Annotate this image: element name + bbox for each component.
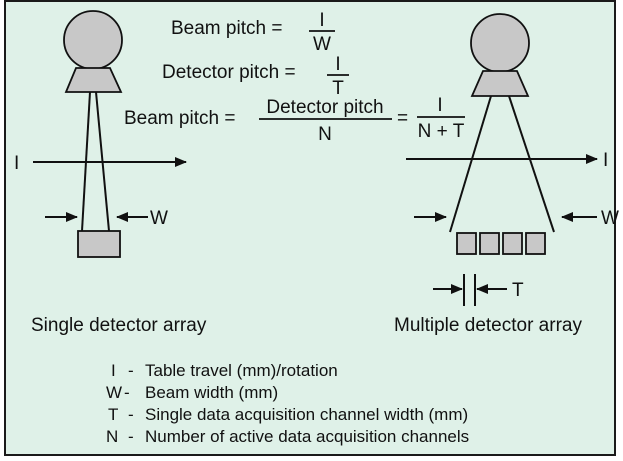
beam-pitch-formula: Beam pitch = I W — [171, 10, 335, 55]
combined-pitch-formula: Beam pitch = Detector pitch N = I N + T — [124, 95, 465, 145]
legend-dash: - — [128, 405, 134, 424]
right-caption: Multiple detector array — [394, 315, 582, 336]
legend-dash: - — [128, 361, 134, 380]
legend-dash: - — [128, 427, 134, 446]
combined-denominator-1: N — [318, 124, 332, 145]
detector-cell — [525, 232, 546, 255]
right-width-label: W — [601, 208, 619, 229]
multiple-detector-diagram: I W T Multiple detector array — [394, 13, 619, 336]
right-beam-edge-right — [508, 95, 555, 233]
combined-numerator-1: Detector pitch — [266, 97, 383, 118]
detector-pitch-lhs: Detector pitch = — [162, 62, 296, 83]
left-xray-tube-icon — [63, 10, 123, 70]
single-detector-block — [77, 230, 121, 258]
legend-item: N - Number of active data acquisition ch… — [106, 427, 469, 446]
legend-text: Beam width (mm) — [145, 383, 278, 402]
combined-denominator-2: N + T — [418, 121, 465, 142]
legend-text: Single data acquisition channel width (m… — [145, 405, 468, 424]
legend-symbol: N — [106, 427, 118, 446]
right-table-travel-label: I — [603, 150, 608, 171]
channel-width-label: T — [512, 280, 524, 301]
legend-item: I - Table travel (mm)/rotation — [111, 361, 338, 380]
right-beam-edge-left — [449, 95, 492, 233]
beam-pitch-numerator: I — [319, 10, 324, 31]
legend-dash: - — [124, 383, 130, 402]
legend-text: Number of active data acquisition channe… — [145, 427, 469, 446]
detector-pitch-formula: Detector pitch = I T — [162, 54, 349, 99]
single-detector-diagram: I W Single detector array — [14, 10, 207, 336]
beam-pitch-denominator: W — [313, 34, 331, 55]
left-caption: Single detector array — [31, 315, 207, 336]
combined-lhs: Beam pitch = — [124, 108, 235, 129]
detector-pitch-numerator: I — [335, 54, 340, 75]
legend-item: W - Beam width (mm) — [106, 383, 278, 402]
right-tube-collimator-icon — [470, 70, 530, 97]
legend-item: T - Single data acquisition channel widt… — [108, 405, 468, 424]
right-xray-tube-icon — [470, 13, 530, 73]
legend-symbol: I — [111, 361, 116, 380]
combined-equals: = — [397, 108, 408, 129]
detector-pitch-denominator: T — [332, 78, 344, 99]
left-width-label: W — [150, 208, 168, 229]
legend-text: Table travel (mm)/rotation — [145, 361, 338, 380]
detector-cell — [479, 232, 500, 255]
left-tube-collimator-icon — [64, 67, 123, 93]
combined-numerator-2: I — [437, 95, 442, 116]
detector-cell — [502, 232, 523, 255]
beam-pitch-lhs: Beam pitch = — [171, 18, 282, 39]
detector-cell — [456, 232, 477, 255]
legend-symbol: T — [108, 405, 118, 424]
left-table-travel-label: I — [14, 153, 19, 174]
legend-symbol: W — [106, 383, 122, 402]
legend: I - Table travel (mm)/rotation W - Beam … — [106, 361, 469, 446]
